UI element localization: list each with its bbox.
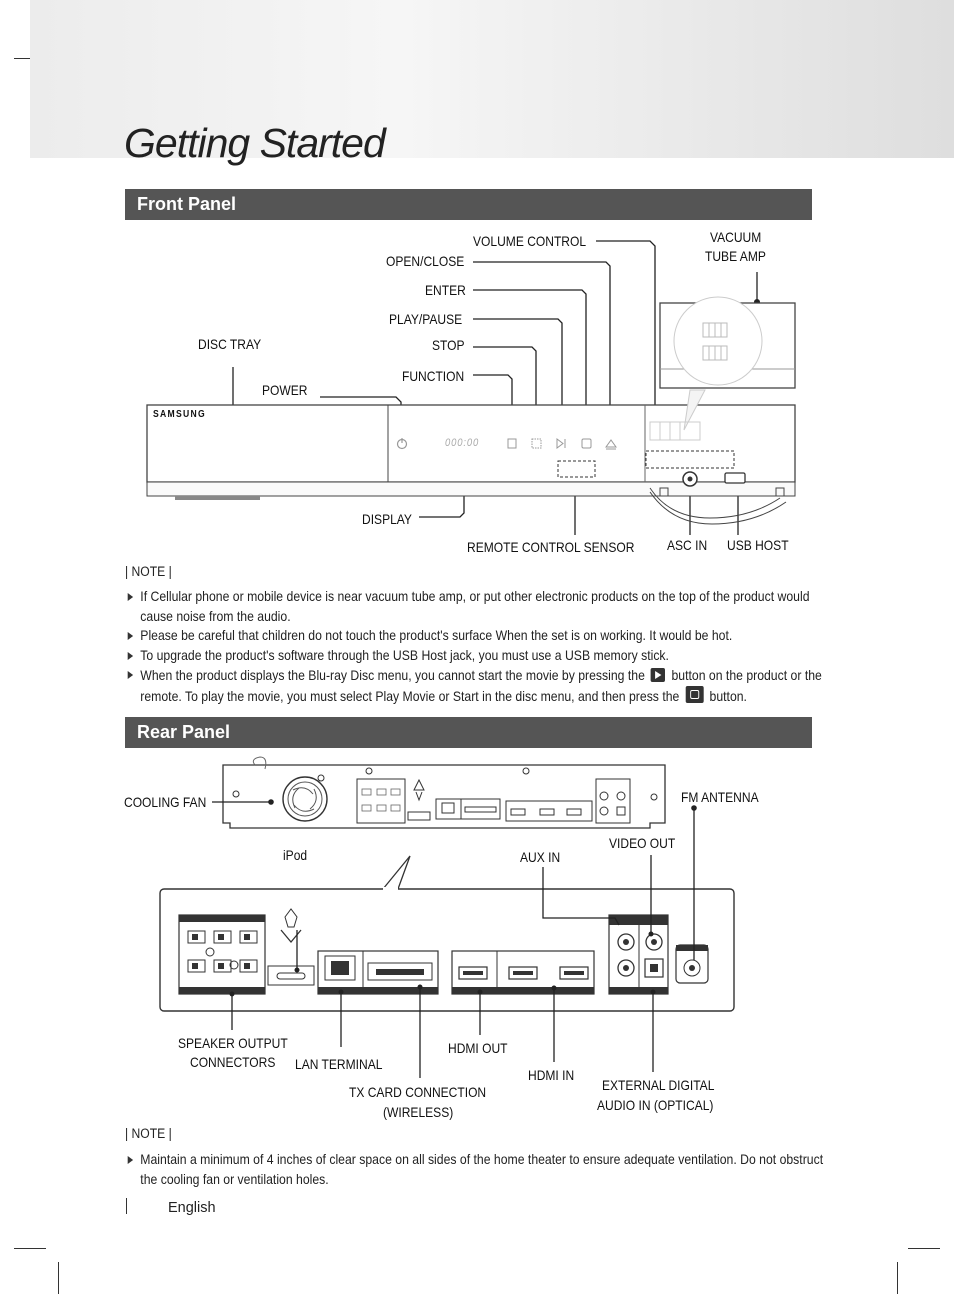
front-note-item: To upgrade the product's software throug… [125, 646, 824, 666]
note4-text-2: button on the product or [671, 668, 802, 683]
label-volume-control: VOLUME CONTROL [473, 233, 587, 249]
footer-divider [126, 1198, 127, 1214]
brand-logo: SAMSUNG [153, 409, 206, 420]
header-band [30, 0, 954, 158]
label-play-pause: PLAY/PAUSE [389, 311, 463, 327]
note4-text-1: When the product displays the Blu-ray Di… [140, 668, 645, 683]
rear-panel-heading: Rear Panel [125, 717, 812, 748]
enter-icon [685, 686, 704, 703]
label-ipod: iPod [283, 847, 308, 863]
label-remote-sensor: REMOTE CONTROL SENSOR [467, 539, 635, 555]
crop-mark [14, 1248, 46, 1249]
front-panel-heading: Front Panel [125, 189, 812, 220]
note4-text-4: button. [709, 689, 747, 704]
label-vacuum-1: VACUUM [710, 229, 762, 245]
display-digits: 000:00 [445, 437, 480, 449]
label-optical-1: EXTERNAL DIGITAL [602, 1077, 715, 1093]
label-function: FUNCTION [402, 368, 465, 384]
page-title: Getting Started [124, 120, 386, 166]
label-lan-terminal: LAN TERMINAL [295, 1056, 383, 1072]
crop-mark [897, 1262, 898, 1294]
footer-language: English [168, 1200, 216, 1216]
label-optical-2: AUDIO IN (OPTICAL) [597, 1097, 714, 1113]
label-tx-card-1: TX CARD CONNECTION [349, 1084, 487, 1100]
label-open-close: OPEN/CLOSE [386, 253, 465, 269]
label-stop: STOP [432, 337, 465, 353]
label-aux-in: AUX IN [520, 849, 561, 865]
front-note-item: Please be careful that children do not t… [125, 626, 824, 646]
rear-note-item: Maintain a minimum of 4 inches of clear … [125, 1150, 824, 1189]
label-fm-antenna: FM ANTENNA [681, 789, 759, 805]
note4-text-3: the remote. To play the movie, you must … [140, 668, 822, 704]
play-icon [650, 668, 666, 682]
crop-mark [908, 1248, 940, 1249]
label-enter: ENTER [425, 282, 466, 298]
label-power: POWER [262, 382, 308, 398]
label-tx-card-2: (WIRELESS) [383, 1104, 454, 1120]
front-notes-list: If Cellular phone or mobile device is ne… [125, 587, 822, 707]
label-cooling-fan: COOLING FAN [124, 794, 207, 810]
crop-mark [58, 1262, 59, 1294]
label-display: DISPLAY [362, 511, 412, 527]
rear-note-heading: | NOTE | [125, 1126, 172, 1141]
label-disc-tray: DISC TRAY [198, 336, 262, 352]
front-note-heading: | NOTE | [125, 564, 172, 579]
label-speaker-2: CONNECTORS [190, 1054, 276, 1070]
label-hdmi-in: HDMI IN [528, 1067, 575, 1083]
label-asc-in: ASC IN [667, 537, 708, 553]
label-speaker-1: SPEAKER OUTPUT [178, 1035, 288, 1051]
rear-notes-list: Maintain a minimum of 4 inches of clear … [125, 1150, 823, 1189]
label-usb-host: USB HOST [727, 537, 789, 553]
label-vacuum-2: TUBE AMP [705, 248, 766, 264]
label-video-out: VIDEO OUT [609, 835, 676, 851]
label-hdmi-out: HDMI OUT [448, 1040, 508, 1056]
front-note-item: If Cellular phone or mobile device is ne… [125, 587, 824, 626]
front-note-item: When the product displays the Blu-ray Di… [125, 665, 824, 707]
